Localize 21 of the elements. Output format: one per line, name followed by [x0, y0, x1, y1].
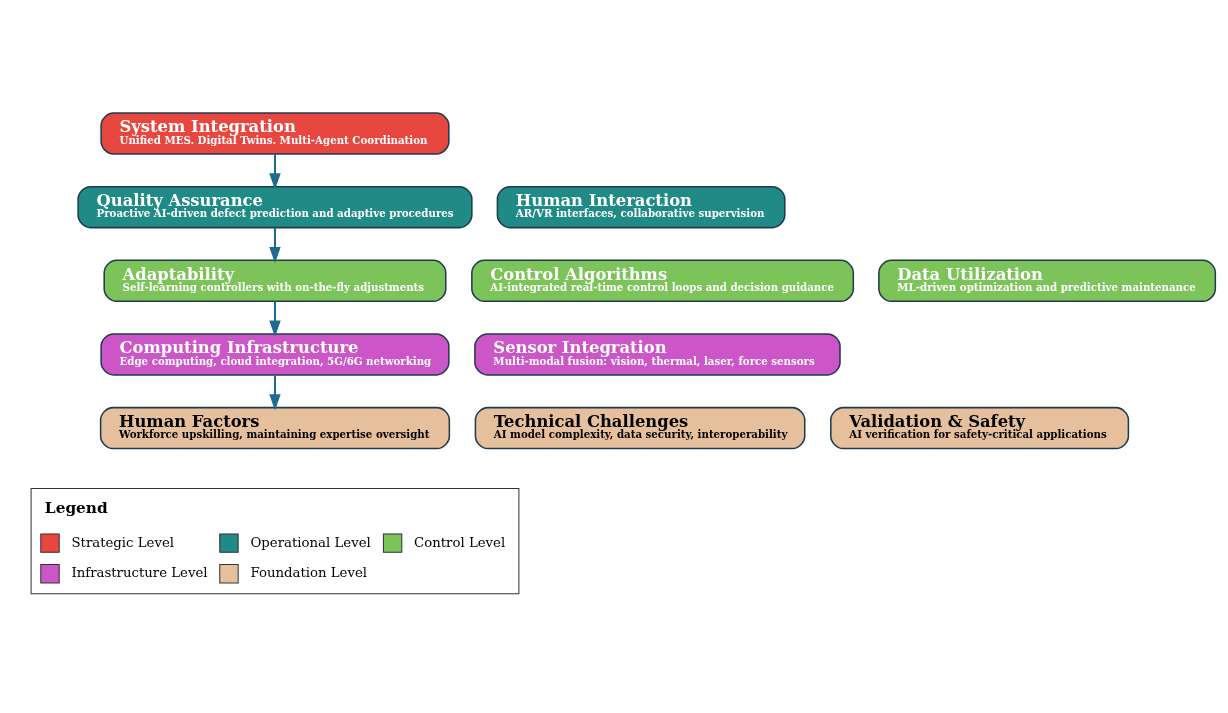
node-box: Computing Infrastructure Edge computing, cloud integration, 5G/6G networking	[100, 332, 450, 376]
arrow	[269, 227, 281, 263]
arrow	[269, 153, 281, 190]
legend-label: Operational Level	[250, 534, 371, 550]
label: Legend	[44, 498, 108, 517]
legend-label: Strategic Level	[71, 534, 175, 550]
node-box: Human Interaction AR/VR interfaces, collaborative supervision	[496, 185, 786, 228]
node-box: Human Factors Workforce upskilling, maintaining expertise oversight	[99, 406, 451, 449]
node-box: Validation & Safety AI verification for safety-critical applications	[830, 406, 1130, 449]
node-box: Quality Assurance Proactive AI-driven defect prediction and adaptive procedures	[77, 185, 473, 228]
node-box: Sensor Integration Multi-modal fusion: vision, thermal, laser, force sensors	[474, 332, 841, 376]
arrow	[269, 374, 281, 411]
legend-label: Infrastructure Level	[71, 564, 208, 580]
legend-label: Foundation Level	[250, 564, 368, 580]
node-box: Technical Challenges AI model complexity, data security, interoperability	[474, 406, 806, 449]
node-box: Data Utilization ML-driven optimization and predictive maintenance	[878, 259, 1217, 302]
legend-label: Control Level	[414, 534, 506, 550]
node-box: System Integration Unified MES. Digital Twins. Multi-Agent Coordination	[100, 111, 450, 155]
arrow	[269, 300, 281, 337]
node-box: Adaptability Self-learning controllers with on-the-fly adjustments	[103, 259, 447, 302]
node-box: Control Algorithms AI-integrated real-time control loops and decision guidance	[471, 259, 855, 302]
